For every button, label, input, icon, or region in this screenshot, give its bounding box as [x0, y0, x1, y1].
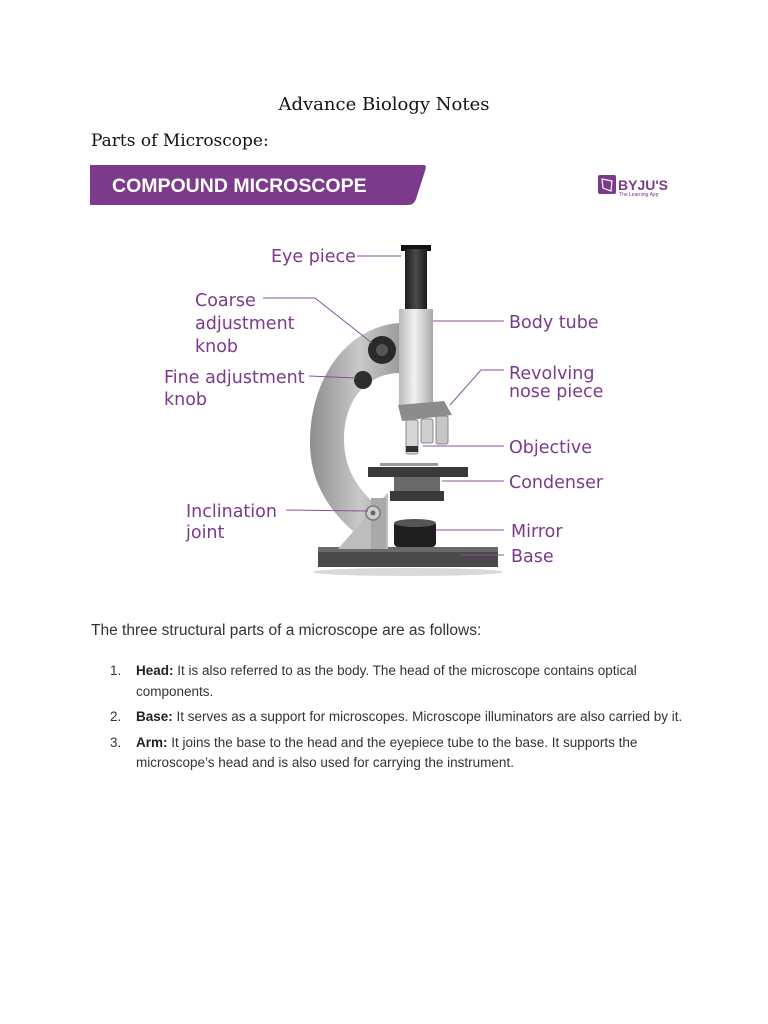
- item-term: Arm:: [136, 734, 168, 750]
- label-coarse-2: adjustment: [195, 314, 295, 334]
- banner-title: COMPOUND MICROSCOPE: [112, 175, 367, 197]
- list-item: 1. Head: It is also referred to as the b…: [110, 661, 690, 702]
- condenser: [394, 477, 440, 491]
- label-mirror: Mirror: [511, 522, 563, 542]
- banner: COMPOUND MICROSCOPE: [90, 165, 426, 205]
- item-text: It is also referred to as the body. The …: [136, 663, 637, 699]
- label-fine-1: Fine adjustment: [164, 368, 305, 388]
- intro-text: The three structural parts of a microsco…: [91, 622, 482, 639]
- stage: [368, 467, 468, 477]
- label-inclination-2: joint: [185, 523, 225, 543]
- label-revolving-1: Revolving: [509, 364, 594, 384]
- list-item: 3. Arm: It joins the base to the head an…: [110, 733, 690, 774]
- leader-lines: [263, 255, 504, 556]
- logo-tagline: The Learning App: [619, 192, 659, 198]
- label-inclination-1: Inclination: [186, 502, 277, 522]
- mirror: [394, 521, 436, 547]
- section-heading: Parts of Microscope:: [91, 131, 269, 151]
- item-text: It joins the base to the head and the ey…: [136, 734, 638, 771]
- microscope-diagram: COMPOUND MICROSCOPE BYJU'S The Learning …: [88, 163, 680, 593]
- item-number: 3.: [110, 734, 122, 750]
- item-number: 1.: [110, 663, 122, 678]
- fine-knob: [354, 371, 372, 389]
- label-fine-2: knob: [164, 390, 207, 410]
- arm: [310, 323, 401, 535]
- label-coarse-3: knob: [195, 337, 238, 357]
- item-term: Head:: [136, 663, 174, 678]
- logo-name: BYJU'S: [618, 177, 668, 193]
- label-base: Base: [511, 547, 554, 567]
- eyepiece: [405, 249, 427, 311]
- document-title: Advance Biology Notes: [278, 94, 490, 115]
- list-item: 2. Base: It serves as a support for micr…: [110, 707, 690, 728]
- item-text: It serves as a support for microscopes. …: [172, 709, 683, 724]
- microscope-illustration: [310, 245, 503, 576]
- label-eye-piece: Eye piece: [271, 247, 356, 267]
- label-objective: Objective: [509, 438, 592, 458]
- body-tube: [399, 309, 433, 405]
- label-coarse-1: Coarse: [195, 291, 256, 311]
- parts-list: 1. Head: It is also referred to as the b…: [110, 661, 690, 779]
- label-body-tube: Body tube: [509, 313, 599, 333]
- item-number: 2.: [110, 709, 122, 724]
- label-revolving-2: nose piece: [509, 382, 603, 402]
- byjus-logo-icon: [598, 175, 616, 194]
- base-plate: [318, 549, 498, 567]
- byjus-logo: BYJU'S The Learning App: [598, 175, 668, 198]
- item-term: Base:: [136, 709, 173, 724]
- label-condenser: Condenser: [509, 473, 604, 493]
